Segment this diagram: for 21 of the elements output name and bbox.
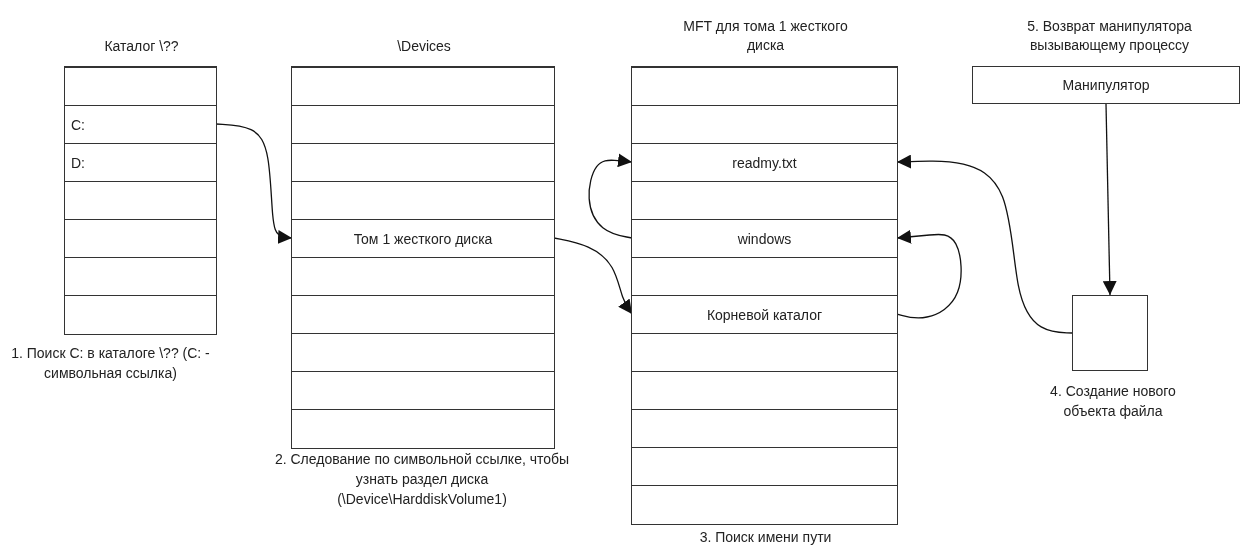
arrow: [896, 154, 1073, 334]
arrow: [215, 123, 293, 244]
heading: 5. Возврат манипулятора вызывающему процессу: [1026, 17, 1193, 55]
arrow: [1102, 103, 1117, 296]
step-caption: 4. Создание нового объекта файла: [1049, 382, 1177, 421]
entry-label: Корневой каталог: [706, 306, 823, 323]
entry-label: C:: [71, 116, 85, 133]
step-caption: 2. Следование по символьной ссылке, чтобы узнать раздел диска (\Device\HarddiskVolume1): [273, 450, 571, 509]
step-caption: 1. Поиск С: в каталоге \?? (С: - символьная ссылка): [10, 344, 211, 383]
entry-label: D:: [71, 154, 85, 171]
arrow: [553, 237, 633, 315]
arrow: [588, 153, 633, 239]
heading: \Devices: [396, 37, 452, 56]
arrow: [896, 229, 962, 319]
step-caption: 3. Поиск имени пути: [698, 528, 833, 547]
handle-label: Манипулятор: [1062, 77, 1150, 93]
heading: Каталог \??: [103, 37, 180, 56]
entry-label: readmy.txt: [732, 154, 797, 171]
entry-label: windows: [737, 230, 792, 247]
entry-label: Том 1 жесткого диска: [353, 230, 493, 247]
heading: MFT для тома 1 жесткого диска: [682, 17, 849, 55]
